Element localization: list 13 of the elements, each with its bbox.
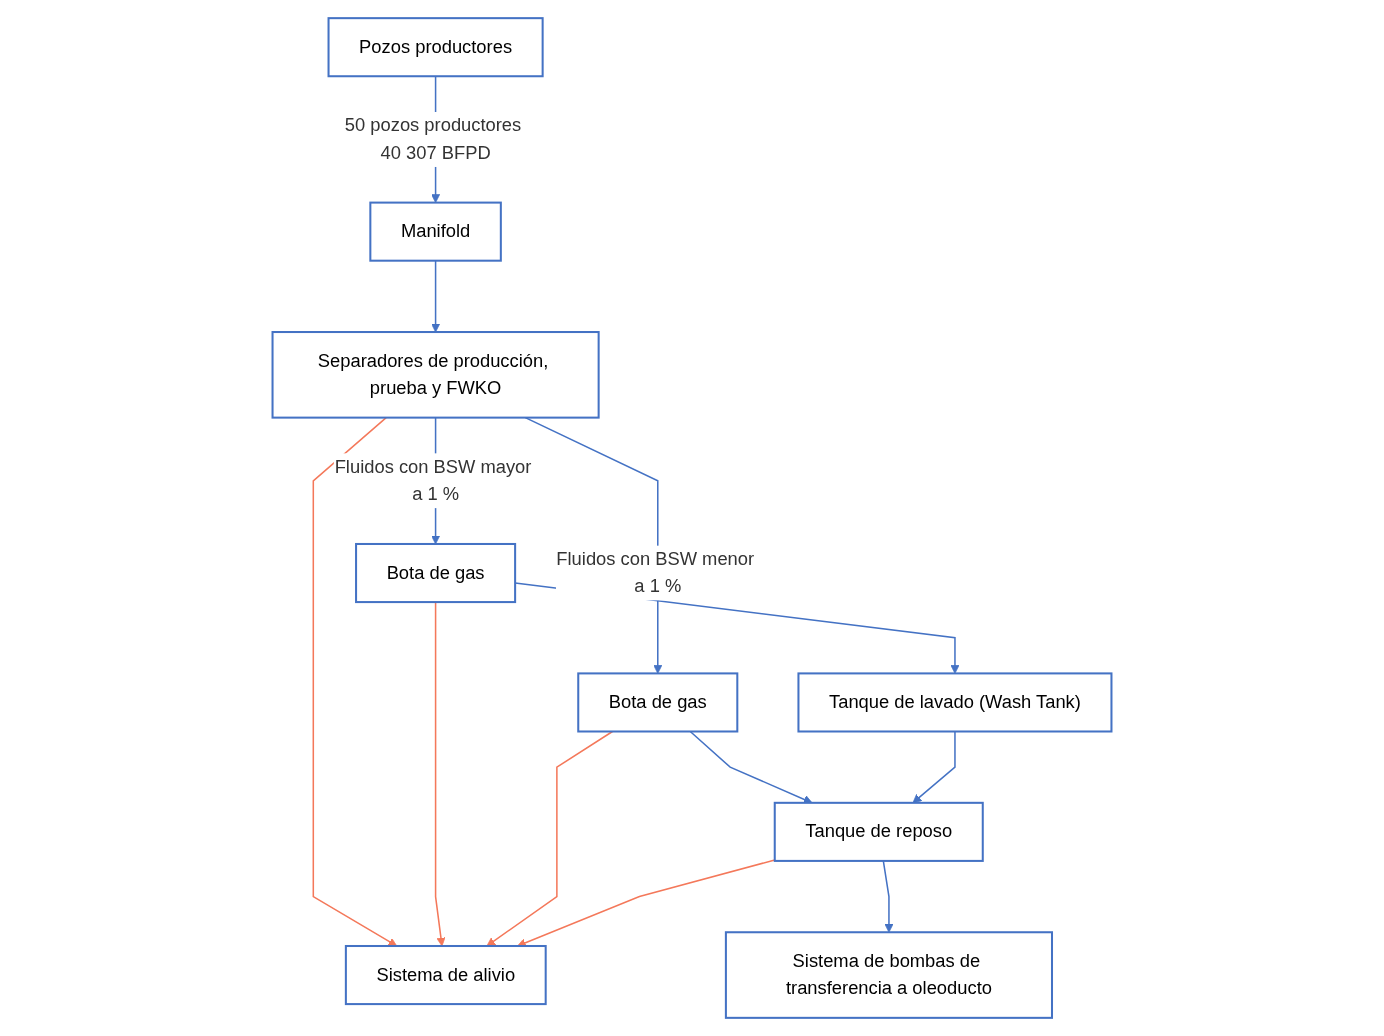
node-box: Pozos productores [327,17,544,78]
node-box: Bota de gas [577,672,739,733]
node-box: Tanque de reposo [773,801,984,862]
edge-label: 50 pozos productores 40 307 BFPD [344,114,522,163]
node-box: Sistema de bombas de transferencia a oleoducto [724,931,1053,1019]
edge-label: Fluidos con BSW mayor a 1 % [334,456,532,505]
node-box: Sistema de alivio [344,945,547,1006]
node-box: Tanque de lavado (Wash Tank) [797,672,1113,733]
edge-label: Fluidos con BSW menor a 1 % [556,548,755,597]
node-box: Separadores de producción, prueba y FWKO [271,331,600,419]
arrow [882,860,894,933]
node-box: Manifold [369,201,502,262]
node-box: Bota de gas [355,542,517,604]
